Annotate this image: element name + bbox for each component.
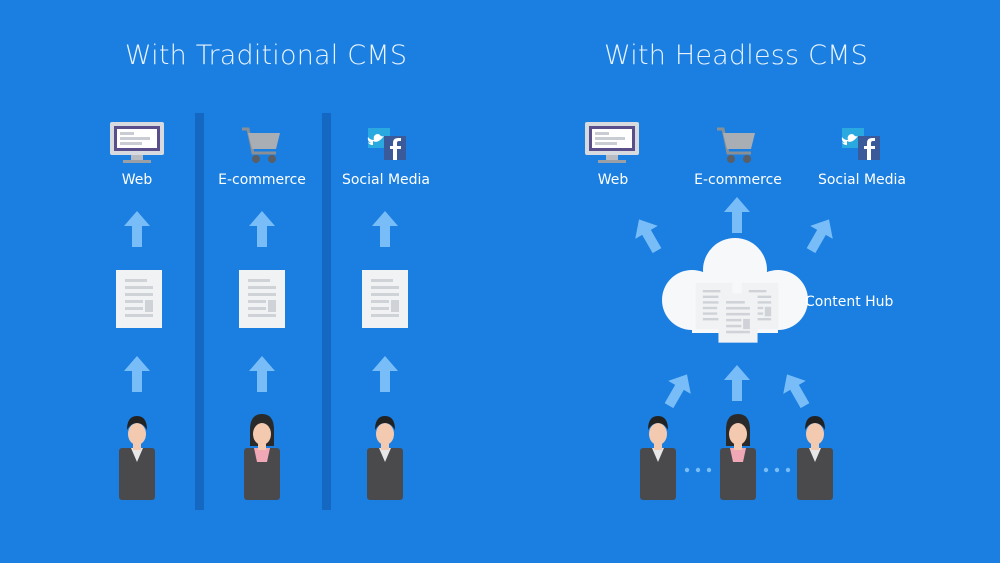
social-media-icon <box>367 128 406 160</box>
arrow-up-icon <box>124 356 150 392</box>
arrow-icon <box>775 367 817 413</box>
document-icon <box>116 270 162 328</box>
arrow-up-icon <box>249 211 275 247</box>
monitor-icon <box>110 122 164 163</box>
ecommerce-label: E-commerce <box>694 172 782 188</box>
headless-cms-title: With Headless CMS <box>603 40 868 71</box>
column-divider <box>322 113 331 510</box>
content-hub-label: Content Hub <box>805 294 894 310</box>
monitor-icon <box>585 122 639 163</box>
arrow-icon <box>627 212 669 258</box>
ellipsis-dots <box>684 467 791 473</box>
web-label: Web <box>121 172 153 188</box>
web-label: Web <box>597 172 629 188</box>
document-icon <box>362 270 408 328</box>
document-icon <box>718 293 758 343</box>
arrow-up-icon <box>724 197 750 233</box>
arrow-up-icon <box>124 211 150 247</box>
traditional-cms-title: With Traditional CMS <box>124 40 408 71</box>
document-icon <box>239 270 285 328</box>
social-media-icon <box>841 128 880 160</box>
person-man-icon <box>797 416 833 500</box>
person-man-icon <box>640 416 676 500</box>
person-man-icon <box>367 416 403 500</box>
arrow-up-icon <box>372 211 398 247</box>
social-media-label: Social Media <box>817 172 906 188</box>
person-woman-icon <box>720 414 756 500</box>
person-man-icon <box>119 416 155 500</box>
social-media-label: Social Media <box>341 172 430 188</box>
person-woman-icon <box>244 414 280 500</box>
shopping-cart-icon <box>240 127 282 165</box>
column-divider <box>195 113 204 510</box>
arrow-icon <box>657 367 699 413</box>
arrow-icon <box>799 212 841 258</box>
arrow-up-icon <box>372 356 398 392</box>
arrow-up-icon <box>724 365 750 401</box>
arrow-up-icon <box>249 356 275 392</box>
ecommerce-label: E-commerce <box>218 172 306 188</box>
shopping-cart-icon <box>715 127 757 165</box>
